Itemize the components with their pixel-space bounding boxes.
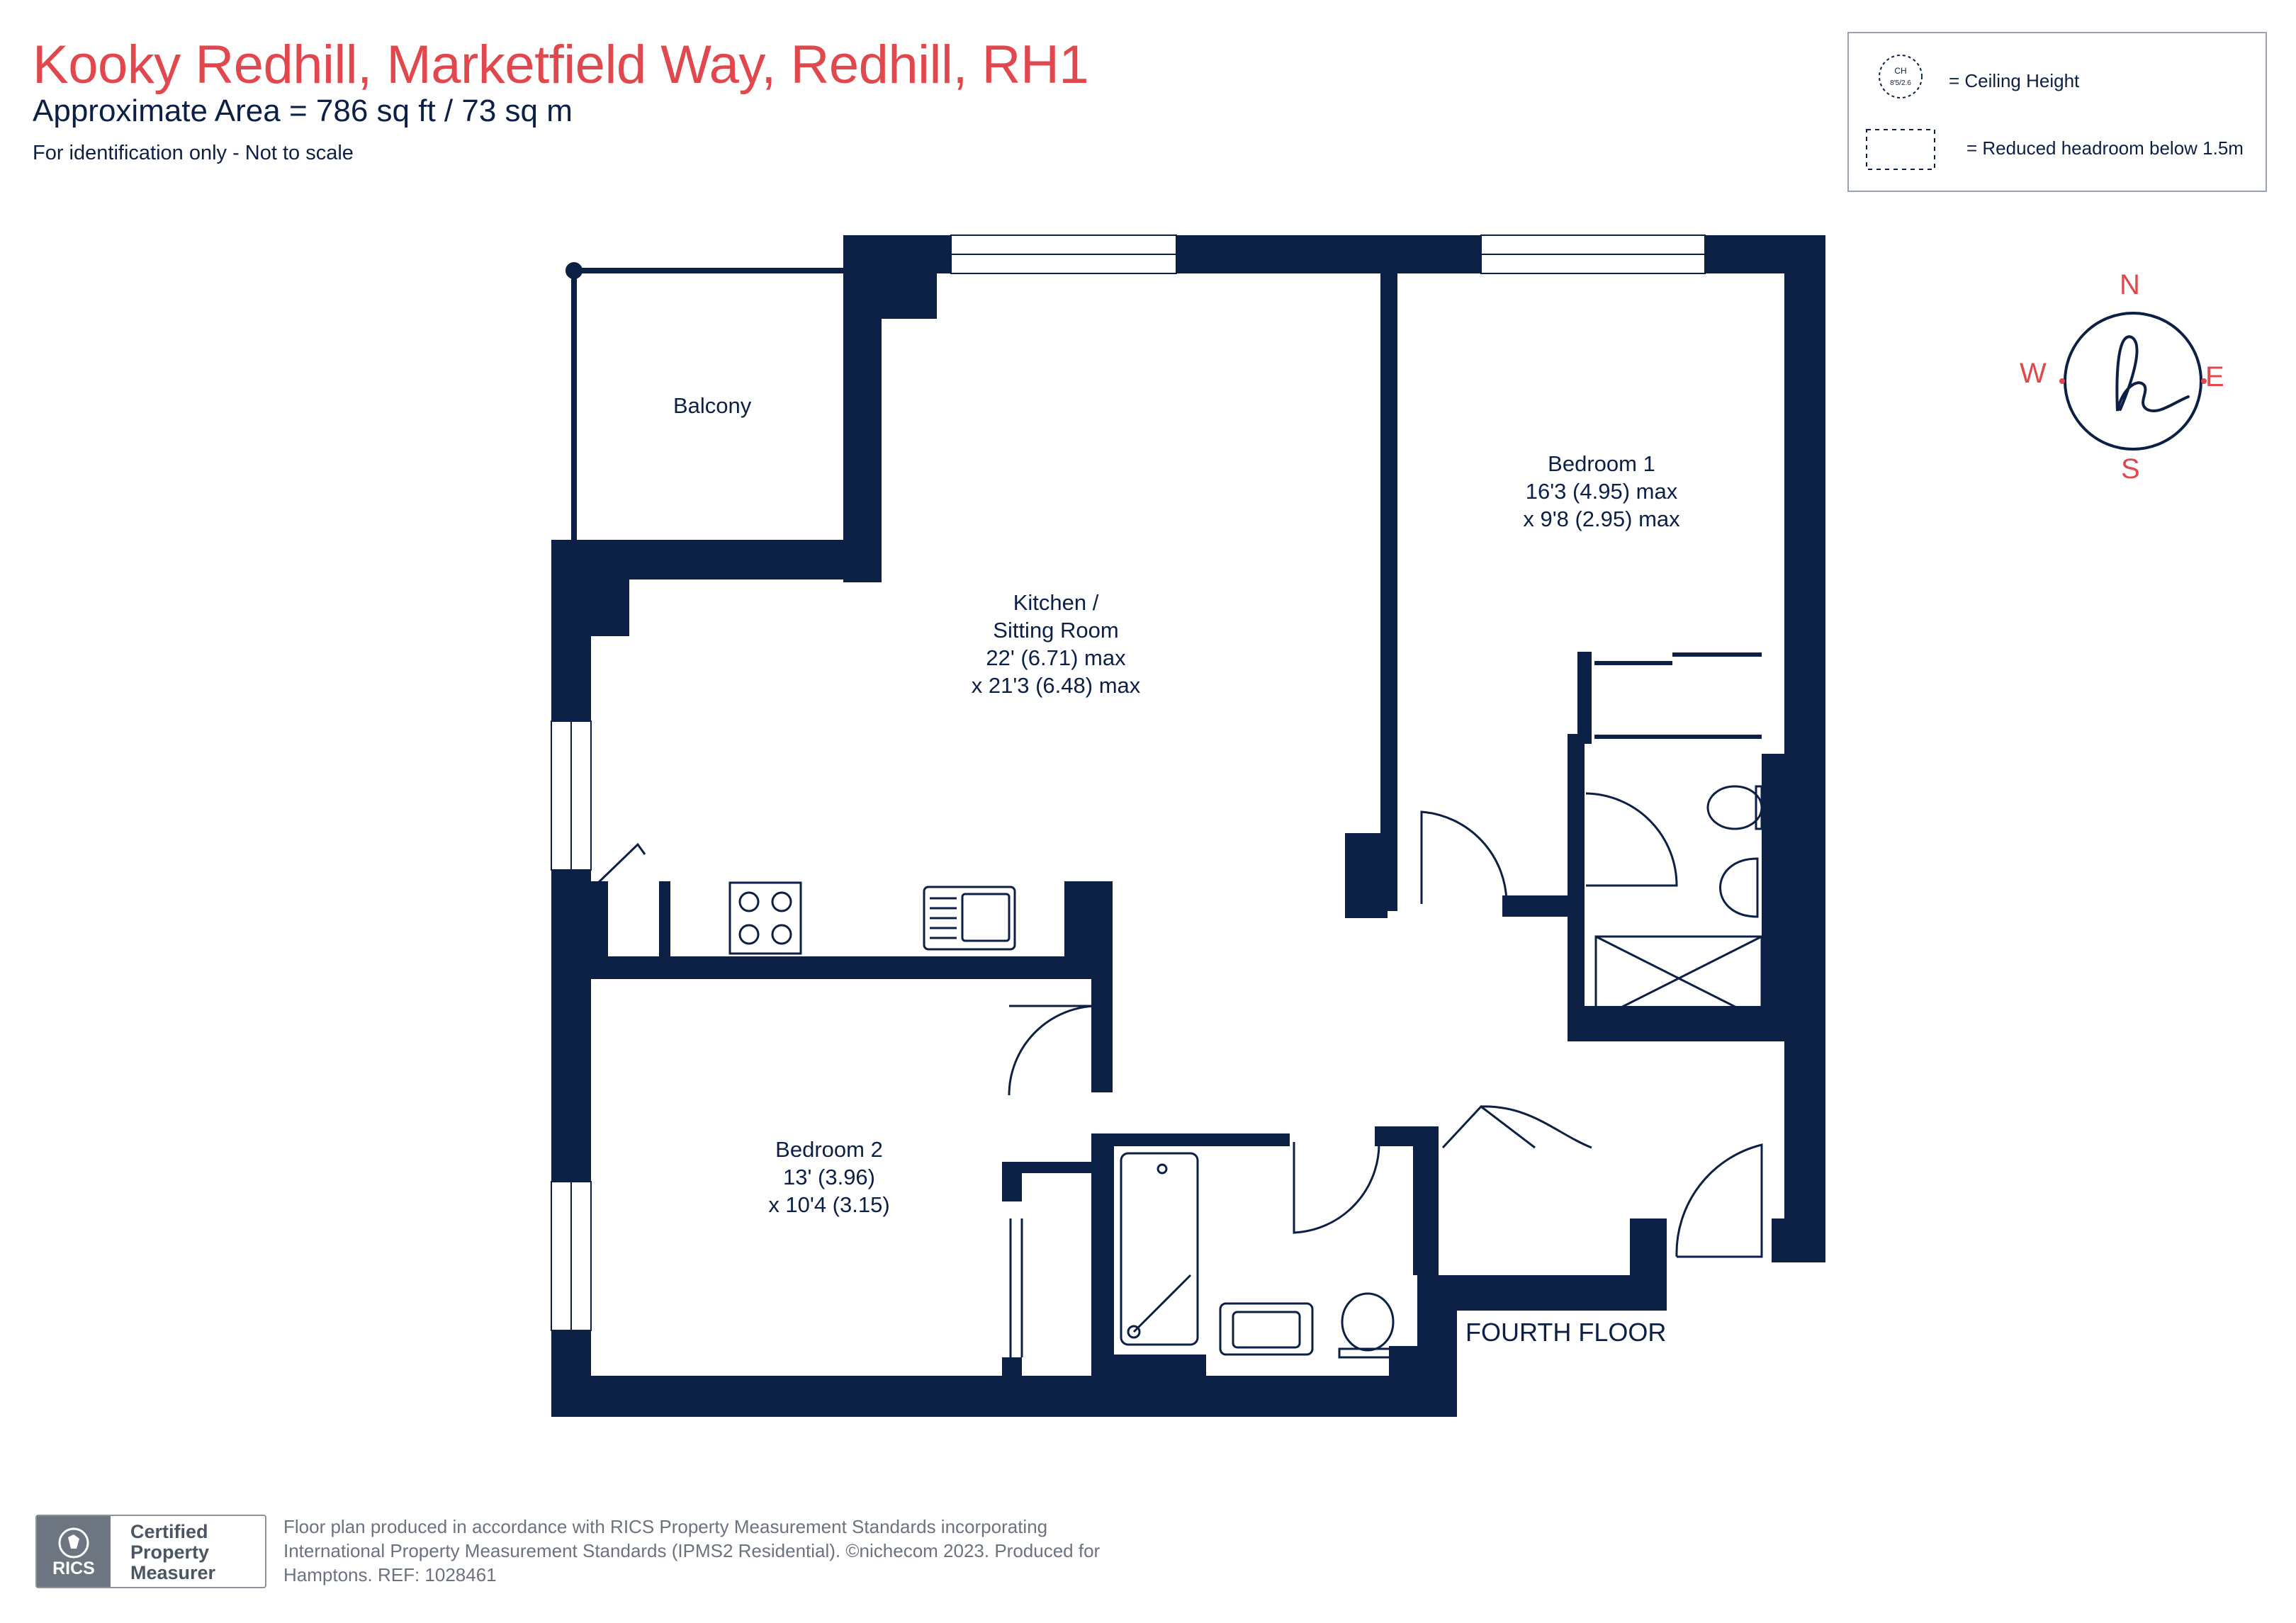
legend: [1847, 32, 2267, 192]
bedroom1-wardrobe: [1594, 652, 1762, 739]
bedroom1-dimension-2: x 9'8 (2.95) max: [1523, 507, 1680, 531]
walls: [551, 235, 1825, 1417]
rics-certified-badge: [35, 1515, 266, 1588]
footer-line-3: Hamptons. REF: 1028461: [283, 1564, 497, 1585]
compass-south: S: [2121, 453, 2140, 485]
legend-ceiling-height: = Ceiling Height: [1949, 70, 2080, 91]
compass-west: W: [2020, 358, 2047, 389]
bedroom1-label: Bedroom 1: [1548, 451, 1655, 476]
bedroom2-label: Bedroom 2: [775, 1137, 883, 1162]
h-logo-icon: [2115, 335, 2190, 412]
rics-logo-icon: [37, 1516, 111, 1587]
bathroom-fittings: [1120, 1152, 1397, 1359]
kitchen-dimension-2: x 21'3 (6.48) max: [971, 673, 1141, 698]
cert-line-1: Certified: [130, 1521, 208, 1542]
balcony-label: Balcony: [673, 393, 752, 418]
scale-note: For identification only - Not to scale: [33, 142, 354, 164]
footer-line-1: Floor plan produced in accordance with R…: [283, 1516, 1048, 1537]
legend-symbols: CH 8'5/2.6: [1866, 55, 1935, 170]
bedroom1-dimension-1: 16'3 (4.95) max: [1525, 479, 1678, 504]
footer-line-2: International Property Measurement Stand…: [283, 1540, 1101, 1561]
rics-wordmark: RICS: [52, 1559, 95, 1578]
bedroom2-dimension-1: 13' (3.96): [783, 1165, 875, 1189]
windows: [551, 234, 1706, 1331]
kitchen-dimension-1: 22' (6.71) max: [986, 645, 1126, 670]
ch-symbol-value: 8'5/2.6: [1890, 79, 1911, 87]
compass-rose: [2059, 312, 2207, 451]
balcony-railing: [565, 262, 843, 540]
compass-east: E: [2205, 361, 2224, 392]
ch-symbol-label: CH: [1894, 66, 1906, 76]
rics-certified-text: Certified Property Measurer: [130, 1522, 215, 1583]
footer-disclaimer: Floor plan produced in accordance with R…: [283, 1515, 1100, 1587]
cert-line-2: Property: [130, 1542, 210, 1563]
doors: [594, 792, 1763, 1357]
approximate-area: Approximate Area = 786 sq ft / 73 sq m: [33, 94, 573, 128]
bedroom2-dimension-2: x 10'4 (3.15): [768, 1192, 890, 1217]
ensuite-fittings: [1594, 785, 1763, 1022]
cert-line-3: Measurer: [130, 1562, 216, 1583]
kitchen-fittings: [728, 881, 1016, 955]
kitchen-label-line1: Kitchen /: [1013, 590, 1099, 615]
kitchen-label-line2: Sitting Room: [993, 618, 1119, 643]
reduced-headroom-symbol-icon: [1866, 129, 1935, 170]
legend-reduced-headroom: = Reduced headroom below 1.5m: [1966, 137, 2244, 159]
compass-north: N: [2120, 269, 2140, 300]
floor-level-label: FOURTH FLOOR: [1465, 1318, 1667, 1347]
page-title: Kooky Redhill, Marketfield Way, Redhill,…: [33, 35, 1089, 95]
ceiling-height-symbol-icon: [1879, 55, 1923, 98]
